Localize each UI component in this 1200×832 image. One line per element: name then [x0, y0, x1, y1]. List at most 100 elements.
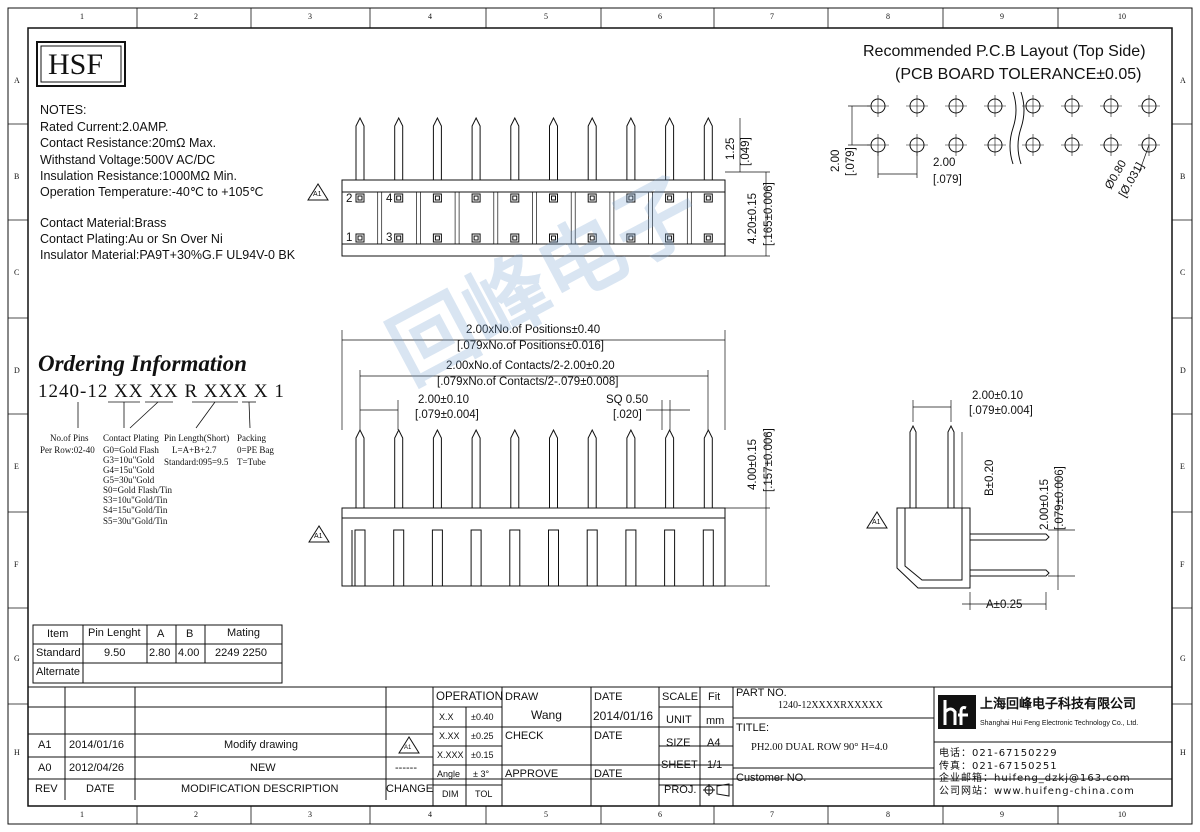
inner-frame [27, 27, 1173, 807]
size-value: A4 [707, 737, 721, 749]
draw-label: DRAW [505, 691, 539, 703]
ordering-code: 1240-12 XX XX R XXX X 1 [38, 382, 285, 401]
grid-row-label: E [1180, 462, 1185, 471]
pins-range: Per Row:02-40 [40, 445, 95, 455]
grid-row-label: G [14, 654, 20, 663]
grid-col-label: 8 [886, 12, 890, 21]
approve-label: APPROVE [505, 768, 559, 780]
plating-option: S3=10u"Gold/Tin [103, 495, 168, 506]
plating-option: G5=30u"Gold [103, 475, 155, 486]
grid-col-label: 7 [770, 12, 774, 21]
pin-table-grid [32, 624, 283, 684]
length-standard: Standard:095=9.5 [164, 457, 229, 467]
rev-triangle-side [866, 511, 888, 529]
rev-triangle-top [307, 183, 329, 201]
front-pin-slot [548, 529, 559, 587]
front-pin-slot [664, 529, 676, 587]
code-suffix: 1 [274, 381, 285, 402]
grid-row-label: E [14, 462, 19, 471]
rev-triangle-table [398, 736, 420, 754]
grid-col-label: 4 [428, 810, 432, 819]
top-pin-pad [432, 193, 442, 203]
tol-xxx: X.XXX [437, 750, 464, 760]
front-pin [471, 428, 481, 508]
top-pin-pad-inner [473, 195, 479, 201]
grid-row-label: D [14, 366, 20, 375]
top-pin-pad-inner [512, 235, 518, 241]
front-pin [510, 428, 520, 508]
grid-col-label: 2 [194, 12, 198, 21]
rev-triangle-front [308, 525, 330, 543]
front-pin [626, 428, 636, 508]
top-pin-pad [394, 233, 404, 243]
date-label-1: DATE [594, 691, 623, 703]
plating-option: S0=Gold Flash/Tin [103, 485, 173, 496]
date-label-3: DATE [594, 768, 623, 780]
company-name-en: Shanghai Hui Feng Electronic Technology … [980, 720, 1139, 727]
top-pin-pad [549, 193, 558, 203]
rev-header-date: DATE [86, 783, 115, 795]
pcb-dim-horizontal: 2.00 [933, 157, 956, 169]
rev-row-2-rev: A0 [38, 762, 52, 774]
top-pin-pad-inner [705, 195, 711, 201]
top-pin-pad-inner [628, 235, 634, 241]
code-packing: X [253, 381, 269, 402]
pcb-dim-vertical: 2.00 [830, 149, 842, 172]
tol-xx: X.XX [439, 731, 460, 741]
tol-x-val: ±0.40 [471, 712, 494, 722]
pins-label: No.of Pins [50, 433, 89, 443]
top-pin-pad [549, 233, 558, 243]
top-pin-label-4: 4 [386, 193, 393, 205]
rev-row-2-desc: NEW [250, 762, 276, 774]
grid-col-label: 10 [1118, 12, 1126, 21]
part-no-label: PART NO. [736, 687, 787, 699]
company-email: 企业邮箱：huifeng_dzkj@163.com [939, 773, 1131, 784]
grid-row-label: G [1180, 654, 1186, 663]
top-pin-pad [665, 233, 675, 243]
top-pin-pad [587, 233, 597, 243]
side-rev-mark: A1 [872, 519, 881, 526]
front-dim-pitch-in: [.079±0.004] [415, 409, 479, 421]
unit-value: mm [706, 715, 725, 727]
front-pin-slot [393, 529, 405, 587]
grid-col-label: 2 [194, 810, 198, 819]
top-pin-pad [626, 193, 636, 203]
top-pin-pad-inner [551, 195, 556, 201]
top-pin-pad [587, 193, 597, 203]
packing-label: Packing [237, 433, 266, 443]
grid-row-label: H [1180, 748, 1186, 757]
plating-options: G0=Gold Flash G3=10u"Gold G4=15u"Gold G5… [103, 445, 172, 526]
plating-option: S4=15u"Gold/Tin [103, 505, 168, 516]
top-pin [665, 116, 675, 180]
top-pin-label-1: 1 [346, 232, 353, 244]
pin-table-cell: 2249 2250 [215, 647, 267, 659]
top-pin [394, 116, 404, 180]
code-pins: XX [114, 381, 144, 402]
front-dim-contacts: 2.00xNo.of Contacts/2-2.00±0.20 [446, 360, 615, 372]
top-pin-pad-inner [434, 235, 440, 241]
top-dim-2: 4.20±0.15 [747, 192, 759, 244]
length-formula: L=A+B+2.7 [172, 445, 217, 455]
side-dim-h-in: [.079±0.006] [1054, 466, 1066, 530]
note-withstand-voltage: Withstand Voltage:500V AC/DC [40, 153, 216, 167]
top-pin-label-3: 3 [386, 232, 393, 244]
front-dim-pitch: 2.00±0.10 [418, 394, 470, 406]
grid-col-label: 5 [544, 810, 548, 819]
side-dim-b: B±0.20 [984, 459, 996, 496]
side-dim-pitch-in: [.079±0.004] [969, 405, 1033, 417]
pcb-dimensions [848, 105, 1150, 178]
grid-col-label: 9 [1000, 810, 1004, 819]
scale-label: SCALE [662, 691, 699, 703]
side-dim-pitch: 2.00±0.10 [972, 390, 1024, 402]
top-pin [626, 116, 636, 180]
top-pin-pad [471, 193, 481, 203]
tol-tol: TOL [475, 789, 493, 799]
front-pin-slot [470, 529, 482, 587]
scale-value: Fit [708, 691, 721, 703]
tol-dim: DIM [442, 789, 459, 799]
pcb-dim-horizontal-in: [.079] [933, 174, 962, 186]
top-pin-pad [703, 233, 713, 243]
size-label: SIZE [666, 737, 691, 749]
top-pin-pad [626, 233, 636, 243]
grid-row-label: C [1180, 268, 1186, 277]
